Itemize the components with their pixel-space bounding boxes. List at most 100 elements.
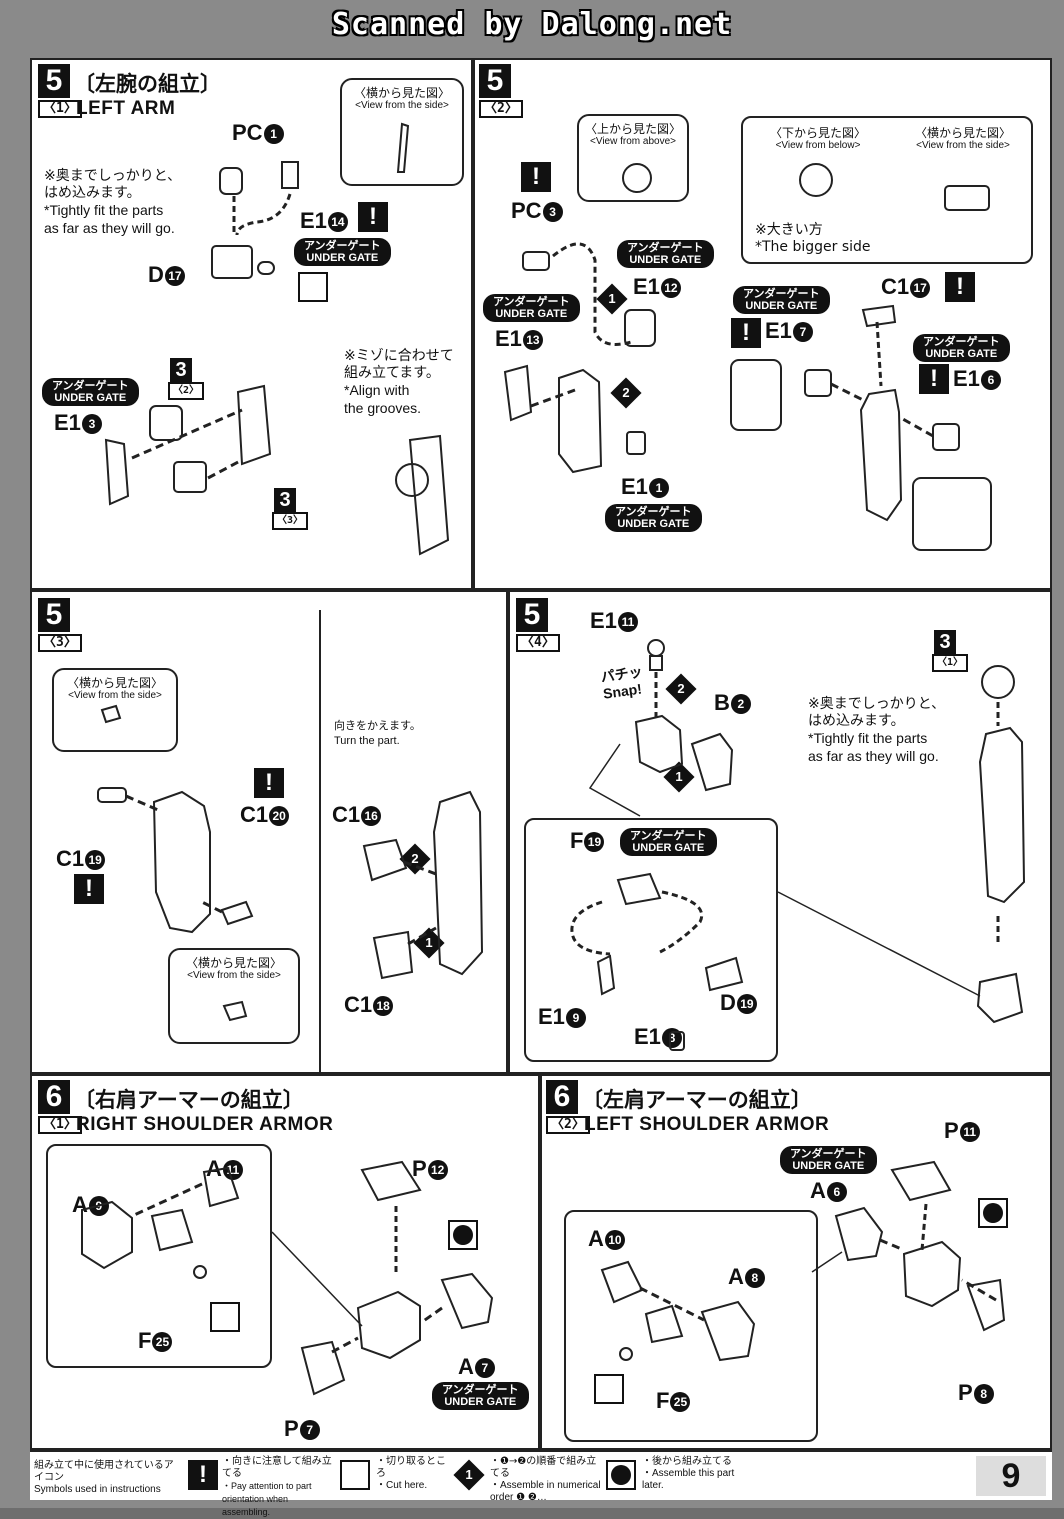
turn-note: 向きをかえます。Turn the part.	[334, 719, 421, 747]
step-title-jp: 〔左肩アーマーの組立〕	[582, 1088, 812, 1112]
caution-icon: !	[358, 202, 388, 232]
upper-body-parts-drawing	[503, 163, 992, 551]
substep-number: 〈2〉	[479, 100, 523, 118]
step-ref-3: 3	[934, 630, 956, 654]
cut-here-icon	[210, 1302, 240, 1332]
step-number: 6	[546, 1080, 578, 1114]
legend-order-text: ・❶→❷の順番で組み立てる・Assemble in numerical orde…	[490, 1456, 601, 1503]
substep-number: 〈1〉	[38, 100, 82, 118]
caution-icon: !	[919, 364, 949, 394]
step-title-jp: 〔左腕の組立〕	[74, 72, 221, 96]
step-ref-sub: 〈3〉	[272, 512, 309, 530]
legend-caution-text: ・向きに注意して組み立てる・Pay attention to part orie…	[222, 1456, 332, 1517]
instruction-sheet: 5 〈1〉 〔左腕の組立〕 LEFT ARM 〈横から見た図〉 <View fr…	[30, 58, 1052, 1517]
step-number: 5	[516, 598, 548, 632]
step-ref-sub: 〈1〉	[932, 654, 969, 672]
step-number: 5	[479, 64, 511, 98]
right-shoulder-parts-drawing	[81, 1160, 494, 1396]
step-ref-3: 3	[274, 488, 296, 512]
caution-icon: !	[731, 318, 761, 348]
assemble-later-icon	[978, 1198, 1008, 1228]
step-ref-sub: 〈2〉	[168, 382, 205, 400]
caution-icon: !	[74, 874, 104, 904]
step-title-en: LEFT ARM	[76, 98, 176, 119]
align-note: ※ミゾに合わせて 組み立てます。*Align with the grooves.	[344, 348, 454, 416]
caution-icon: !	[945, 272, 975, 302]
step-6-2-panel: 6 〈2〉 〔左肩アーマーの組立〕 LEFT SHOULDER ARMOR アン…	[540, 1074, 1052, 1450]
legend-caution-icon: !	[188, 1460, 218, 1490]
hand-parts-drawing	[570, 639, 1026, 1051]
step-title-jp: 〔右肩アーマーの組立〕	[74, 1088, 304, 1112]
cut-here-icon	[594, 1374, 624, 1404]
view-above-bubble: 〈上から見た図〉 <View from above>	[577, 114, 689, 202]
page-number: 9	[976, 1456, 1046, 1496]
legend-later-icon	[606, 1460, 636, 1490]
view-inset-box: 〈下から見た図〉 <View from below> 〈横から見た図〉 <Vie…	[741, 116, 1033, 264]
legend-cut-text: ・切り取るところ・Cut here.	[376, 1456, 446, 1491]
step-title-en: RIGHT SHOULDER ARMOR	[76, 1114, 334, 1135]
fit-note: ※奥までしっかりと、 はめ込みます。*Tightly fit the parts…	[808, 696, 946, 764]
bigger-side-note: ※大きい方*The bigger side	[755, 222, 871, 255]
step-title-en: LEFT SHOULDER ARMOR	[584, 1114, 830, 1135]
substep-number: 〈3〉	[38, 634, 82, 652]
step-5-1-panel: 5 〈1〉 〔左腕の組立〕 LEFT ARM 〈横から見た図〉 <View fr…	[30, 58, 473, 590]
scan-watermark: Scanned by Dalong.net	[331, 7, 733, 42]
view-side-bubble: 〈横から見た図〉 <View from the side>	[168, 948, 300, 1044]
assemble-later-icon	[448, 1220, 478, 1250]
step-number: 6	[38, 1080, 70, 1114]
cut-here-icon	[298, 272, 328, 302]
fit-note: ※奥までしっかりと、 はめ込みます。*Tightly fit the parts…	[44, 168, 182, 236]
step-number: 5	[38, 64, 70, 98]
step-5-3-panel: 5 〈3〉 〈横から見た図〉 <View from the side> 〈横から…	[30, 590, 508, 1074]
substep-number: 〈1〉	[38, 1116, 82, 1134]
step-number: 5	[38, 598, 70, 632]
legend-sequence-icon: 1	[453, 1459, 485, 1491]
caution-icon: !	[254, 768, 284, 798]
step-6-1-panel: 6 〈1〉 〔右肩アーマーの組立〕 RIGHT SHOULDER ARMOR A…	[30, 1074, 540, 1450]
legend-cut-icon	[340, 1460, 370, 1490]
left-shoulder-parts-drawing	[600, 1160, 1006, 1362]
